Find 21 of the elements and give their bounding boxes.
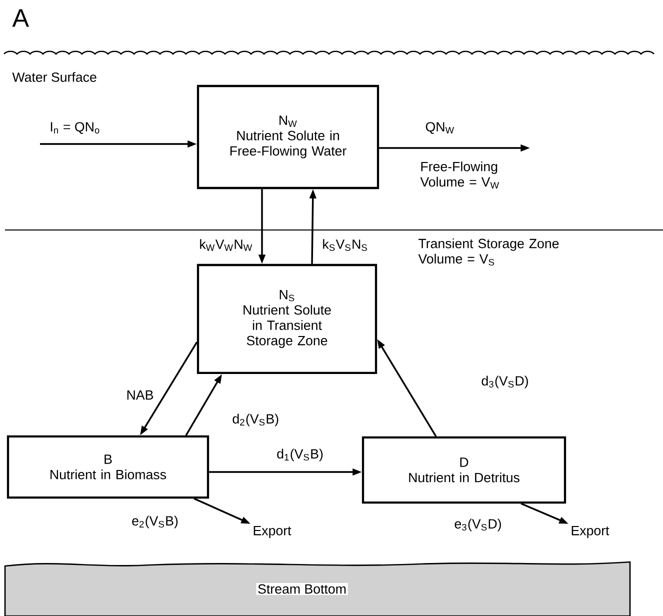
zone-label: Free-Flowing Volume = V$_{W}$ [420, 162, 499, 188]
process-box: N$_{W}$ Nutrient Solute in Free-Flowing Water [196, 84, 380, 190]
process-box: D Nutrient in Detritus [362, 436, 566, 504]
zone-label: Transient Storage Zone Volume = V$_{S}$ [418, 238, 559, 266]
export-label: Export [572, 526, 610, 538]
edge-label: NAB [127, 390, 154, 400]
region-label: Stream Bottom [256, 582, 348, 596]
panel-letter: A [12, 9, 30, 27]
process-box: B Nutrient in Biomass [6, 435, 210, 499]
edge-label: QN$_{W}$ [426, 122, 454, 134]
edge-label: k$_{W}$V$_{W}$N$_{W}$ [200, 239, 252, 251]
edge-label: e$_{3}$(V$_{S}$D) [454, 518, 501, 532]
edge-label: k$_{S}$V$_{S}$N$_{S}$ [323, 239, 367, 251]
edge-label: d$_{1}$(V$_{S}$B) [277, 448, 323, 462]
edge-label: d$_{2}$(V$_{S}$B) [232, 414, 278, 426]
edge-label: d$_{3}$(V$_{S}$D) [482, 376, 528, 388]
edge-label: e$_{2}$(V$_{S}$B) [132, 516, 178, 528]
region-label: Water Surface [12, 72, 96, 82]
export-label: Export [254, 526, 292, 538]
edge-label: I$_{n}$ = QN$_{o}$ [50, 122, 100, 134]
process-box: N$_{S}$ Nutrient Solute in Transient Storage Zone [196, 264, 378, 374]
